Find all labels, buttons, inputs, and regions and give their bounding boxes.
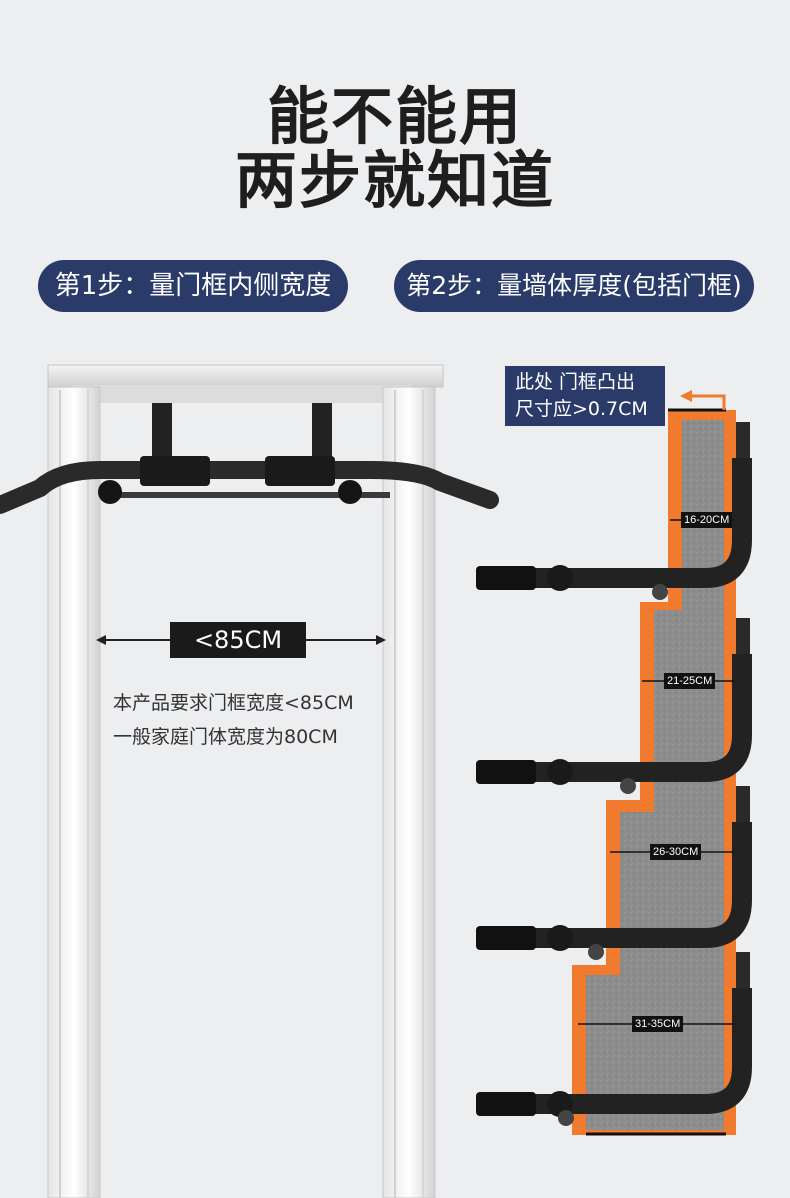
step1-badge: 第1步：量门框内侧宽度 [38, 260, 348, 312]
pullup-bar [0, 403, 499, 514]
door-frame [47, 364, 444, 1198]
door-note-line1: 本产品要求门框宽度<85CM [113, 692, 354, 714]
width-measurement: <85CM [170, 622, 306, 658]
callout-line1: 此处 门框凸出 [515, 371, 636, 393]
wall-range-1: 16-20CM [681, 512, 733, 528]
callout-line2: 尺寸应>0.7CM [515, 398, 648, 420]
wall-range-3: 26-30CM [650, 844, 702, 860]
step2-badge: 第2步：量墙体厚度(包括门框) [394, 260, 754, 312]
wall-range-4: 31-35CM [632, 1016, 684, 1032]
headline-line2: 两步就知道 [234, 144, 555, 217]
wall-bars [476, 422, 752, 1126]
door-note-line2: 一般家庭门体宽度为80CM [113, 726, 338, 748]
frame-protrusion-callout: 此处 门框凸出 尺寸应>0.7CM [505, 366, 665, 426]
headline-line1: 能不能用 [266, 80, 523, 153]
wall-range-2: 21-25CM [664, 673, 716, 689]
